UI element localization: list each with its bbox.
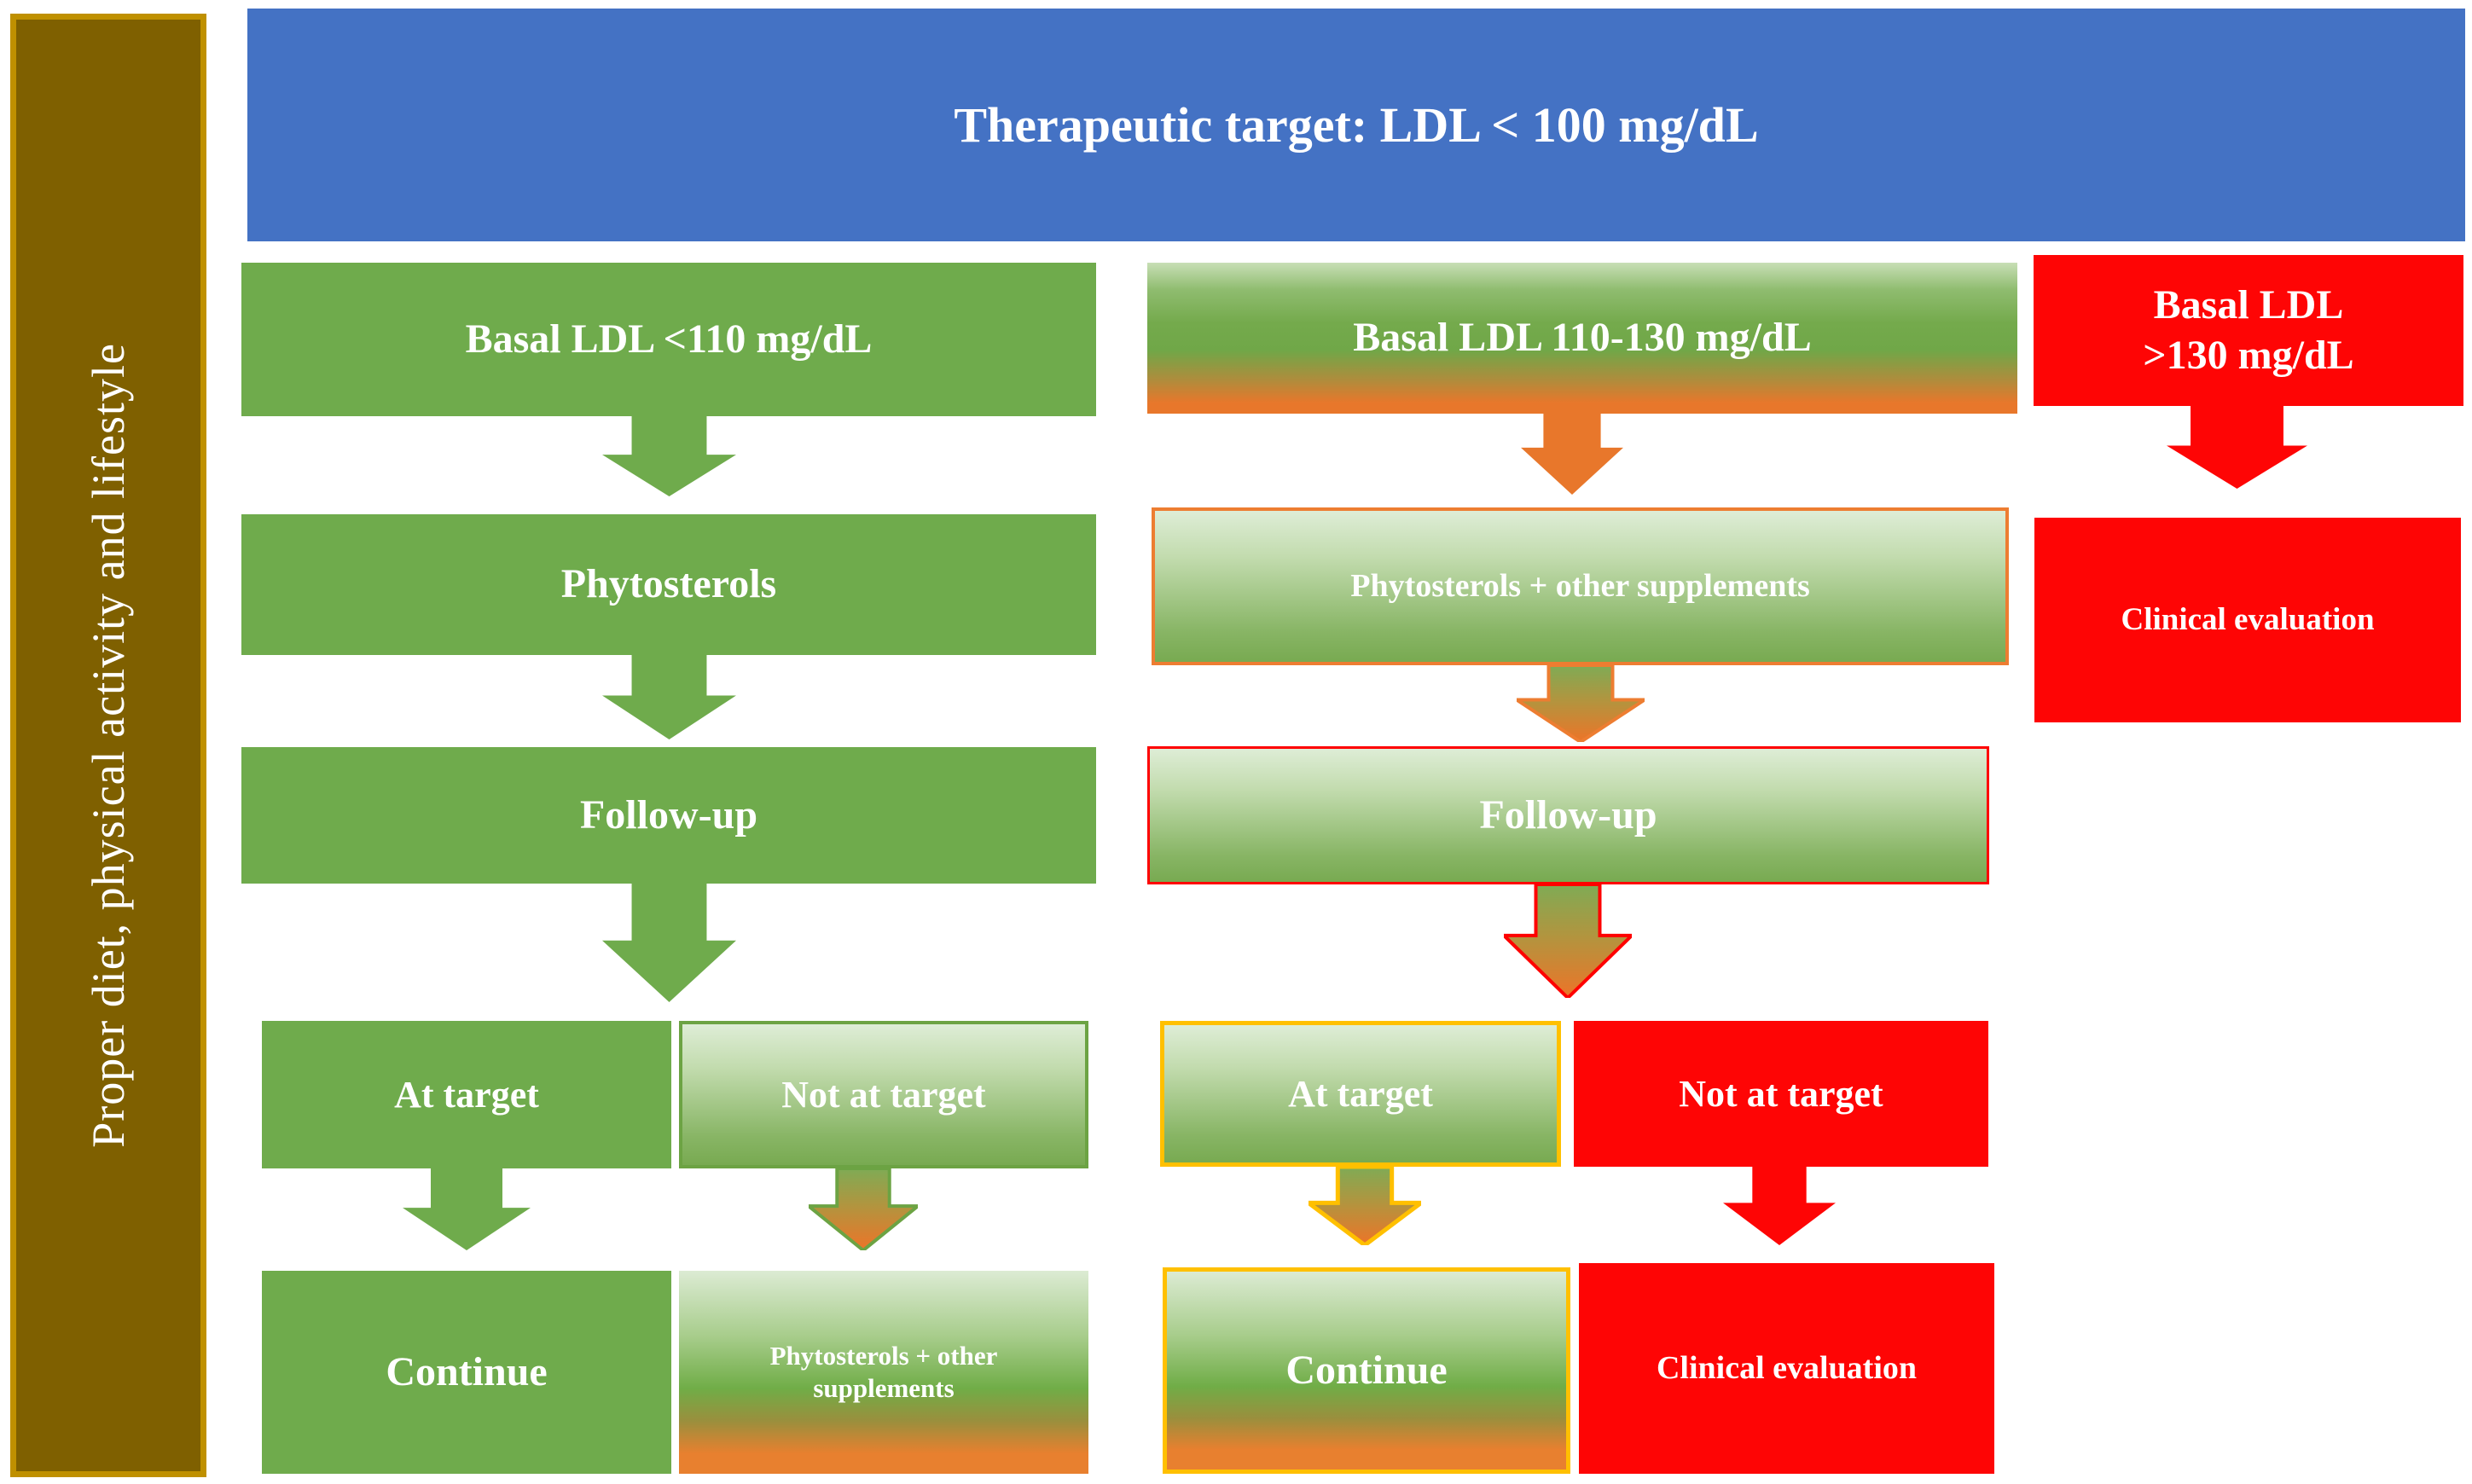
down-arrow-mid-followup-to-result	[1504, 884, 1632, 998]
down-arrow-low-followup-to-result	[602, 884, 736, 1002]
basal-ldl-high-label: Basal LDL >130 mg/dL	[2143, 281, 2354, 378]
phytosterols-low-label: Phytosterols	[560, 561, 777, 607]
supplements-low-label: Phytosterols + other supplements	[769, 1341, 998, 1403]
basal-ldl-mid-label: Basal LDL 110-130 mg/dL	[1353, 315, 1812, 361]
lifestyle-sidebar-label: Proper diet, physical activity and lifes…	[83, 343, 134, 1148]
down-arrow-low-phytosterols-to-followup	[602, 655, 736, 739]
followup-low-box: Follow-up	[241, 747, 1096, 884]
down-arrow-low-basal-to-phytosterols	[602, 416, 736, 496]
basal-ldl-low-label: Basal LDL <110 mg/dL	[465, 316, 873, 362]
clinical-evaluation-mid-box: Clinical evaluation	[1579, 1263, 1994, 1474]
clinical-evaluation-high-box: Clinical evaluation	[2034, 518, 2461, 722]
down-arrow-mid-treatment-to-followup	[1517, 665, 1645, 742]
at-target-mid-label: At target	[1288, 1072, 1433, 1115]
clinical-evaluation-high-label: Clinical evaluation	[2121, 602, 2375, 638]
treatment-mid-box: Phytosterols + other supplements	[1152, 507, 2009, 665]
down-arrow-mid-at-target-to-continue	[1309, 1167, 1421, 1245]
followup-mid-box: Follow-up	[1147, 746, 1989, 884]
treatment-mid-label: Phytosterols + other supplements	[1350, 568, 1810, 605]
continue-low-label: Continue	[386, 1348, 548, 1394]
at-target-low-box: At target	[262, 1021, 671, 1168]
lifestyle-sidebar: Proper diet, physical activity and lifes…	[10, 14, 206, 1477]
continue-low-box: Continue	[262, 1271, 671, 1474]
basal-ldl-high-box: Basal LDL >130 mg/dL	[2034, 255, 2463, 406]
followup-low-label: Follow-up	[579, 791, 758, 838]
down-arrow-low-not-at-target-to-supplements	[809, 1168, 918, 1250]
basal-ldl-low-box: Basal LDL <110 mg/dL	[241, 263, 1096, 416]
at-target-low-label: At target	[394, 1073, 539, 1116]
down-arrow-low-at-target-to-continue	[403, 1168, 531, 1250]
followup-mid-label: Follow-up	[1479, 791, 1657, 838]
not-at-target-mid-box: Not at target	[1574, 1021, 1988, 1167]
supplements-low-box: Phytosterols + other supplements	[679, 1271, 1088, 1474]
therapeutic-target-banner: Therapeutic target: LDL < 100 mg/dL	[247, 9, 2465, 241]
therapeutic-target-label: Therapeutic target: LDL < 100 mg/dL	[954, 97, 1759, 153]
down-arrow-mid-not-at-target-to-clinical	[1723, 1167, 1836, 1245]
phytosterols-low-box: Phytosterols	[241, 514, 1096, 655]
continue-mid-box: Continue	[1163, 1267, 1570, 1474]
down-arrow-mid-basal-to-treatment	[1521, 414, 1623, 495]
not-at-target-low-box: Not at target	[679, 1021, 1088, 1168]
not-at-target-low-label: Not at target	[781, 1073, 986, 1116]
at-target-mid-box: At target	[1160, 1021, 1561, 1167]
not-at-target-mid-label: Not at target	[1679, 1072, 1883, 1115]
clinical-evaluation-mid-label: Clinical evaluation	[1656, 1350, 1918, 1387]
basal-ldl-mid-box: Basal LDL 110-130 mg/dL	[1147, 263, 2017, 414]
continue-mid-label: Continue	[1285, 1347, 1448, 1393]
down-arrow-high-basal-to-clinical	[2167, 406, 2307, 489]
